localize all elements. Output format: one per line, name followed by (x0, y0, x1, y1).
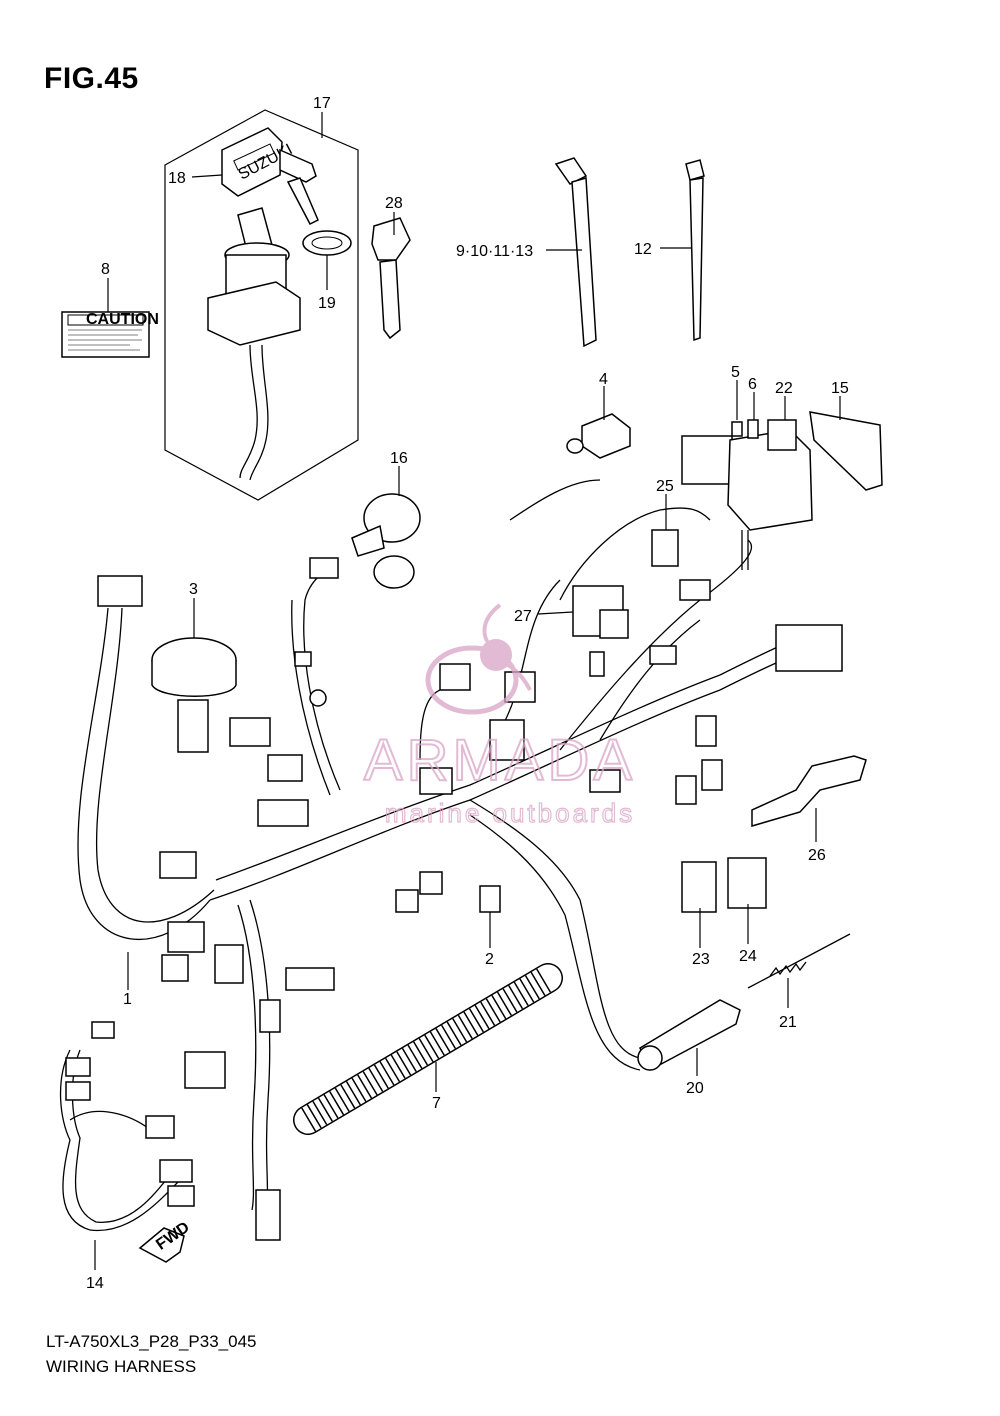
sub-harness-part: FWD (59, 1021, 195, 1263)
callout-6: 6 (748, 376, 757, 393)
caution-label-text: CAUTION (86, 311, 159, 328)
callout-3: 3 (189, 581, 198, 598)
cable-tie-parts (554, 157, 705, 348)
watermark-tagline: marine outboards (385, 798, 635, 828)
corrugated-tube-part (293, 963, 563, 1135)
bracket-part (751, 755, 867, 827)
coupler-cap-part (566, 413, 631, 459)
callout-23: 23 (692, 951, 710, 968)
callout-24: 24 (739, 948, 757, 965)
spare-key-part (371, 217, 411, 340)
sensor-part (637, 999, 741, 1072)
figure-code: LT-A750XL3_P28_P33_045 (46, 1332, 257, 1351)
figure-name: WIRING HARNESS (46, 1357, 197, 1376)
callout-22: 22 (775, 380, 793, 397)
ignition-switch-group: SUZUKI (164, 109, 359, 501)
callout-17: 17 (313, 95, 331, 112)
main-wiring-harness (77, 479, 843, 1241)
watermark-logo-icon (425, 603, 532, 715)
callout-27: 27 (514, 608, 532, 625)
spring-clip-part (747, 933, 851, 989)
leader-lines (94, 112, 841, 1270)
callout-12: 12 (634, 241, 652, 258)
callout-25: 25 (656, 478, 674, 495)
callout-20: 20 (686, 1080, 704, 1097)
small-coupler-part (651, 529, 679, 567)
watermark-brand: ARMADA (364, 728, 636, 793)
relay-part (572, 585, 629, 639)
power-socket-part (351, 493, 421, 589)
callout-5: 5 (731, 364, 740, 381)
callout-7: 7 (432, 1095, 441, 1112)
watermark: ARMADA marine outboards (363, 603, 636, 829)
callout-2: 2 (485, 951, 494, 968)
small-cap-part (479, 885, 501, 913)
callout-21: 21 (779, 1014, 797, 1031)
figure-title: FIG.45 (44, 62, 139, 95)
connector-23-24-parts (681, 857, 767, 913)
callout-15: 15 (831, 380, 849, 397)
callout-9-13: 9·10·11·13 (456, 243, 533, 260)
fuse-box-part (681, 411, 883, 570)
callout-18: 18 (168, 170, 186, 187)
callout-1: 1 (123, 991, 132, 1008)
callout-numbers: 17 18 19 8 28 9·10·11·13 12 4 5 6 22 15 … (86, 95, 849, 1292)
grommet-part (151, 637, 237, 753)
callout-16: 16 (390, 450, 408, 467)
callout-26: 26 (808, 847, 826, 864)
callout-28: 28 (385, 195, 403, 212)
callout-4: 4 (599, 371, 608, 388)
callout-14: 14 (86, 1275, 104, 1292)
callout-8: 8 (101, 261, 110, 278)
callout-19: 19 (318, 295, 336, 312)
caution-label-part: CAUTION (61, 311, 159, 358)
